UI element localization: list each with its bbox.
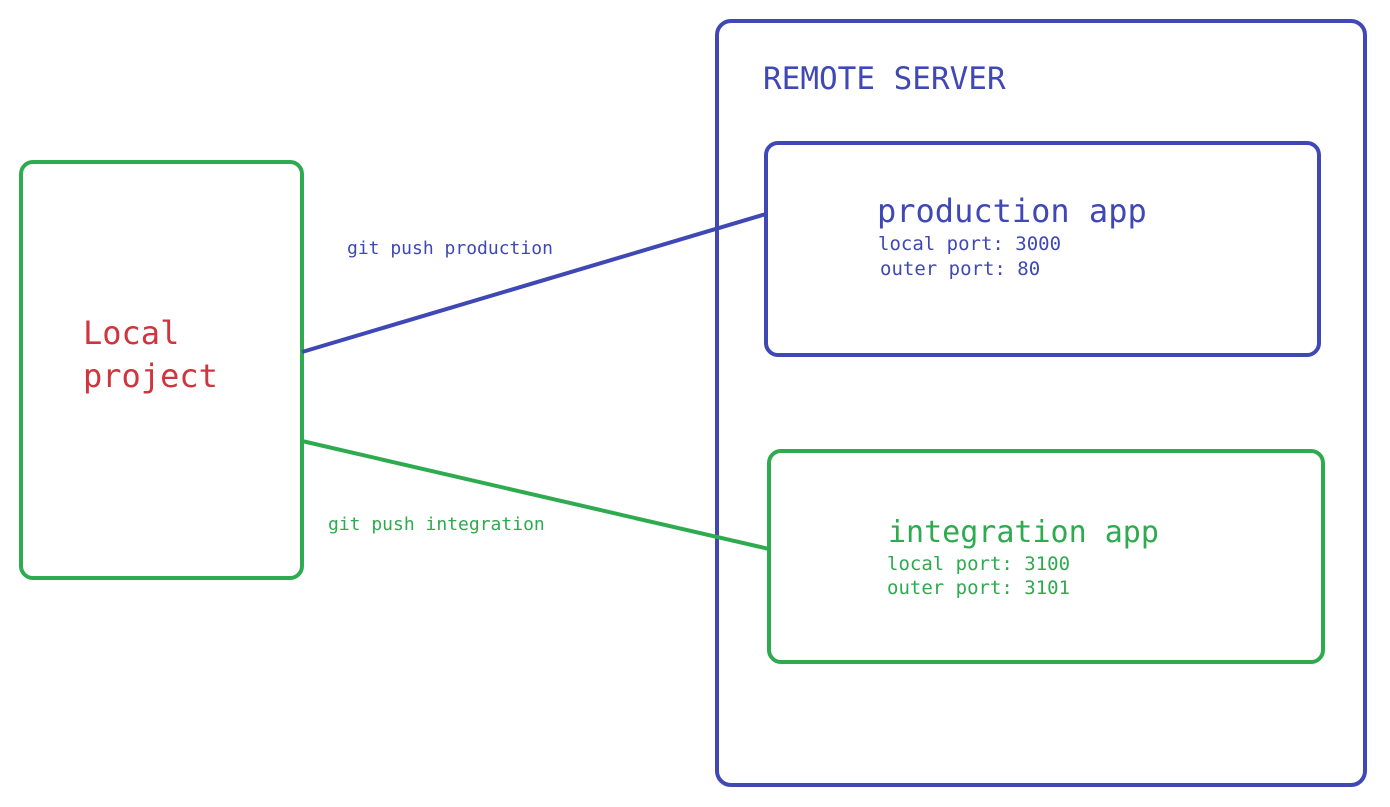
production-app-local-port: local port: 3000 bbox=[878, 233, 1062, 255]
production-app-box bbox=[764, 141, 1321, 357]
edge-git-push-production-line bbox=[301, 212, 767, 354]
integration-app-local-port: local port: 3100 bbox=[887, 553, 1071, 575]
local-project-label: Local project bbox=[83, 314, 218, 395]
local-project-box bbox=[19, 160, 304, 580]
integration-app-outer-port: outer port: 3101 bbox=[887, 577, 1071, 599]
production-app-title: production app bbox=[877, 192, 1147, 230]
integration-app-title: integration app bbox=[888, 515, 1159, 550]
production-app-outer-port: outer port: 80 bbox=[880, 258, 1041, 280]
remote-server-box bbox=[715, 19, 1367, 787]
edge-git-push-production-label: git push production bbox=[347, 238, 553, 259]
remote-server-label: REMOTE SERVER bbox=[763, 61, 1006, 97]
edge-git-push-integration-label: git push integration bbox=[328, 514, 545, 535]
edge-git-push-integration-line bbox=[301, 439, 770, 551]
integration-app-box bbox=[767, 449, 1325, 664]
